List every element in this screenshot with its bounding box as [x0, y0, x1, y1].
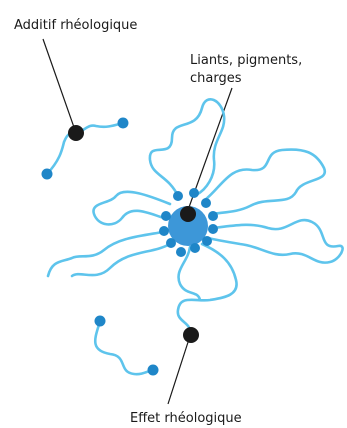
label-additif-rheologique: Additif rhéologique: [14, 18, 137, 33]
label-effet-rheologique: Effet rhéologique: [130, 411, 242, 426]
chain-strand: [150, 99, 224, 196]
chain-end-dot: [202, 236, 212, 246]
chain-strand: [47, 123, 123, 174]
free-polymer-chain-top: [42, 118, 129, 180]
chain-end-dot: [159, 226, 169, 236]
chain-strand: [48, 232, 163, 276]
chain-strand: [208, 220, 343, 263]
chain-end-dot: [166, 238, 176, 248]
anchor-dot-additif: [68, 125, 84, 141]
chain-strand: [93, 192, 170, 225]
chain-end-dot: [118, 118, 129, 129]
label-liants-line2: charges: [190, 71, 242, 86]
chain-end-dot: [176, 247, 186, 257]
leader-line-effet: [168, 336, 190, 404]
chain-end-dot: [148, 365, 159, 376]
anchor-dot-liants: [180, 206, 196, 222]
anchor-dot-effet: [183, 327, 199, 343]
chain-strand: [95, 321, 153, 374]
chain-end-dot: [190, 243, 200, 253]
chain-end-dot: [173, 191, 183, 201]
chain-end-dot: [95, 316, 106, 327]
chain-end-dot: [161, 211, 171, 221]
chain-end-dot: [208, 211, 218, 221]
chain-end-dot: [201, 198, 211, 208]
chain-end-dot: [189, 188, 199, 198]
free-polymer-chain-bottom: [95, 316, 159, 376]
leader-line-additif: [43, 39, 76, 133]
central-associative-structure: [48, 99, 343, 334]
chain-end-dot: [42, 169, 53, 180]
chain-strand: [205, 150, 325, 214]
chain-strand: [72, 244, 170, 276]
chain-end-dot: [208, 224, 218, 234]
label-liants-line1: Liants, pigments,: [190, 53, 302, 68]
